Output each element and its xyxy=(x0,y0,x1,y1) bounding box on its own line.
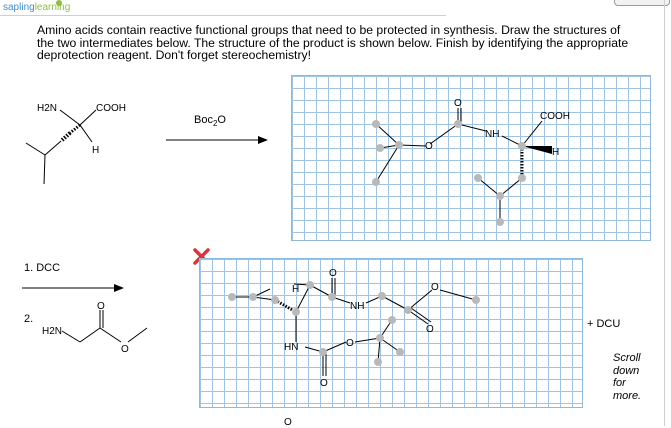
logo-text-sapling: sapling xyxy=(3,2,35,13)
drawing-canvas-2[interactable] xyxy=(199,258,583,408)
amine-label: H2N xyxy=(42,326,62,337)
cut-off-o-label: O xyxy=(284,417,292,428)
step2-number: 2. xyxy=(24,313,34,325)
drawing-canvas-1[interactable] xyxy=(291,75,651,241)
scrollbar-edge xyxy=(664,0,665,426)
header-divider xyxy=(0,15,446,16)
amine-label: H2N xyxy=(37,103,57,114)
top-right-button[interactable] xyxy=(614,0,670,6)
dcc-reagent: 1. DCC xyxy=(24,262,61,274)
byproduct-label: + DCU xyxy=(587,318,621,330)
boc2o-reagent: Boc2O xyxy=(194,114,226,129)
carbonyl-o-label: O xyxy=(97,301,105,312)
question-text: Amino acids contain reactive functional … xyxy=(37,23,629,63)
sapling-learning-logo: saplinglearning xyxy=(3,2,70,13)
logo-text-learning: learning xyxy=(34,2,71,13)
acid-label: COOH xyxy=(96,103,126,114)
scroll-hint: Scroll down for more. xyxy=(613,352,642,402)
h-label: H xyxy=(92,145,99,156)
logo-leaf-icon xyxy=(56,0,62,6)
ester-o-label: O xyxy=(121,344,129,355)
